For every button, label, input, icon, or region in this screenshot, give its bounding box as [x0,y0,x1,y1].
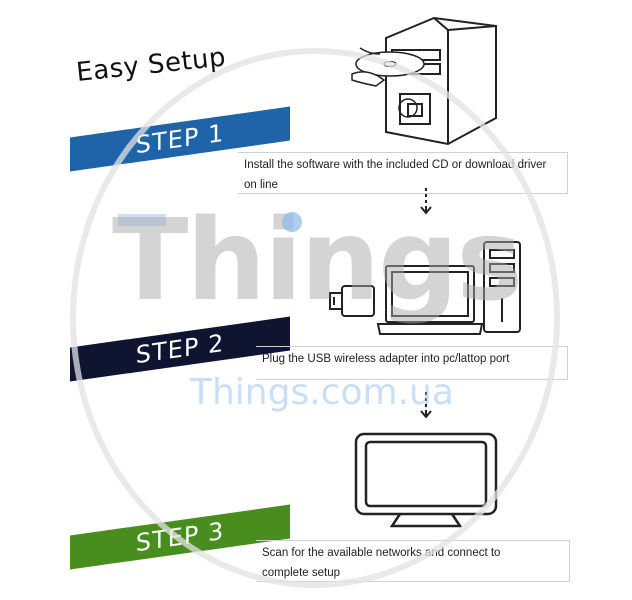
watermark-dot [282,212,302,232]
step-1-label: STEP 1 [135,118,225,160]
usb-adapter-icon [329,285,375,317]
step-1-text-line2: on line [244,179,278,191]
monitor-icon [354,432,498,528]
down-arrow-icon [420,392,432,419]
step-2-text-line1: Plug the USB wireless adapter into pc/la… [262,353,510,365]
down-arrow-icon [420,188,432,215]
step-3-text-line2: complete setup [262,567,340,579]
page-title: Easy Setup [74,42,228,88]
step-2-description: Plug the USB wireless adapter into pc/la… [256,346,568,380]
step-3-description: Scan for the available networks and conn… [256,540,570,582]
laptop-icon [376,265,484,335]
step-2-label: STEP 2 [135,328,225,370]
pc-tower-icon [483,241,521,333]
pc-tower-cd-icon [351,16,497,146]
step-3-text-line1: Scan for the available networks and conn… [262,547,501,559]
step-1-text-line1: Install the software with the included C… [244,159,547,171]
watermark-accent-bar [118,214,166,226]
step-3-label: STEP 3 [135,516,225,558]
step-1-description: Install the software with the included C… [238,152,568,194]
